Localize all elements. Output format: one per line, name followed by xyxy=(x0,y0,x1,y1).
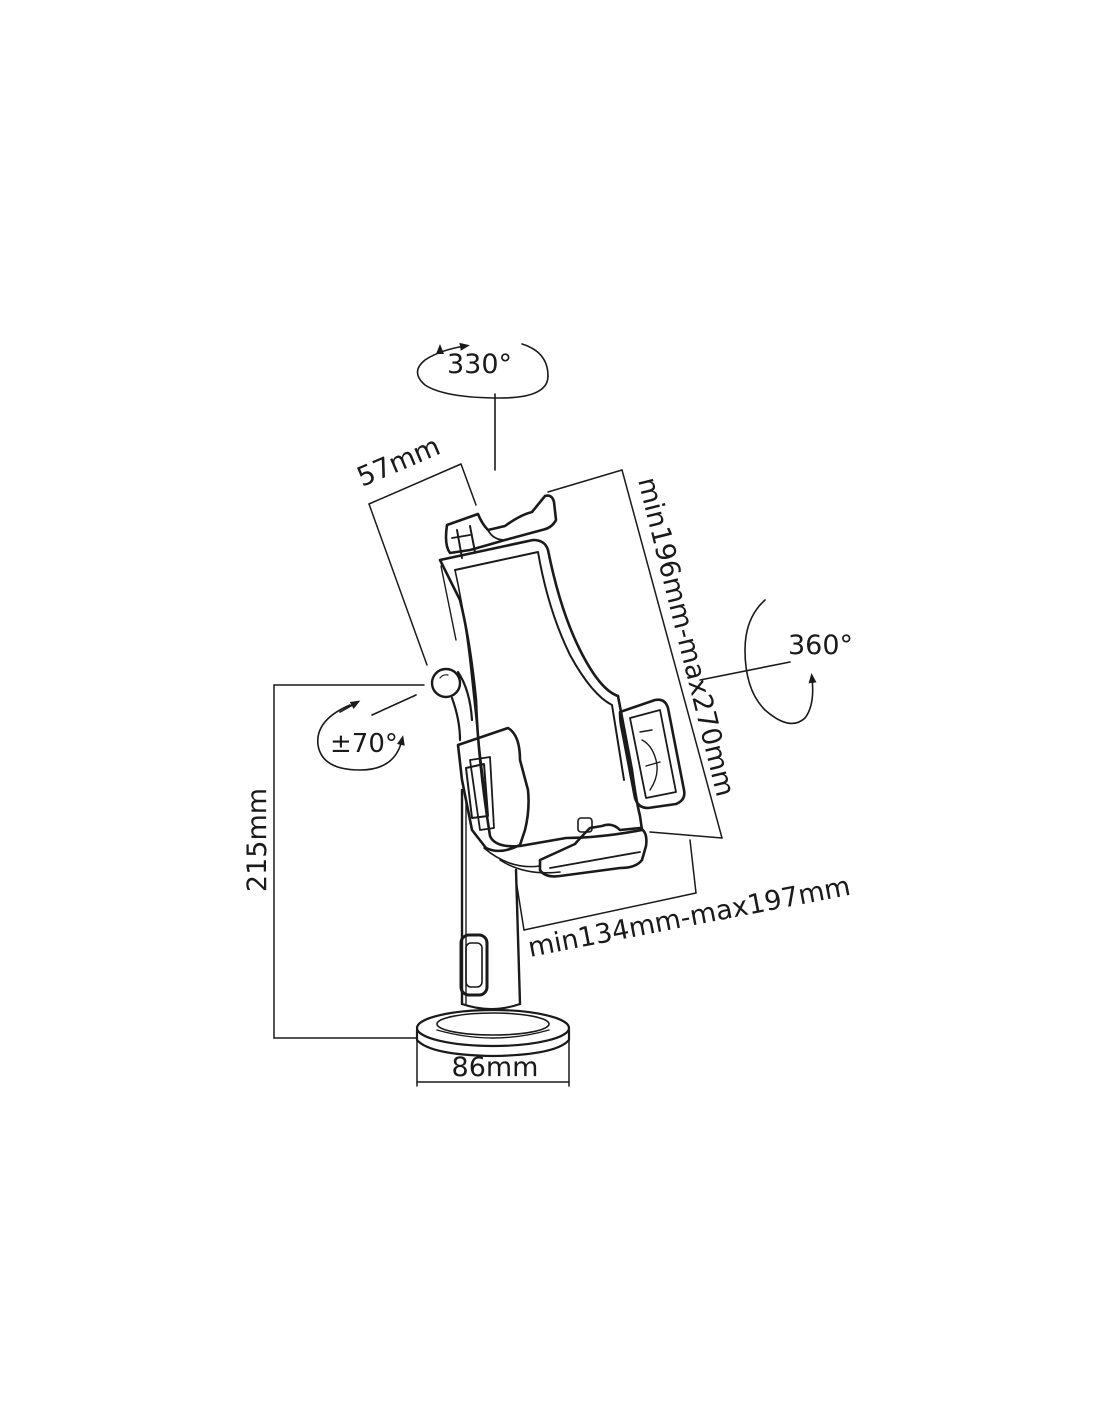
holder-height-label: min196mm-max270mm xyxy=(631,474,740,800)
dimension-base xyxy=(416,1039,570,1087)
stand-pole xyxy=(459,788,522,1010)
dimension-depth xyxy=(368,463,477,666)
rotation-top-indicator xyxy=(416,342,549,471)
arm-joint xyxy=(430,667,474,742)
tilt-label: ±70° xyxy=(330,729,398,759)
dimension-holder-width xyxy=(515,839,697,931)
rotation-top-label: 330° xyxy=(447,349,512,380)
holder-width-label: min134mm-max197mm xyxy=(525,871,853,964)
dimension-stand-height xyxy=(273,684,425,1039)
stand-height-label: 215mm xyxy=(242,788,273,892)
depth-label: 57mm xyxy=(353,431,445,494)
rotation-side-label: 360° xyxy=(788,630,853,661)
dimension-holder-height xyxy=(547,469,723,839)
base-diameter-label: 86mm xyxy=(452,1052,539,1083)
tablet-holder xyxy=(438,494,686,878)
rotation-side-indicator xyxy=(699,599,817,725)
stand-base xyxy=(415,1008,571,1058)
tilt-indicator xyxy=(317,694,417,771)
